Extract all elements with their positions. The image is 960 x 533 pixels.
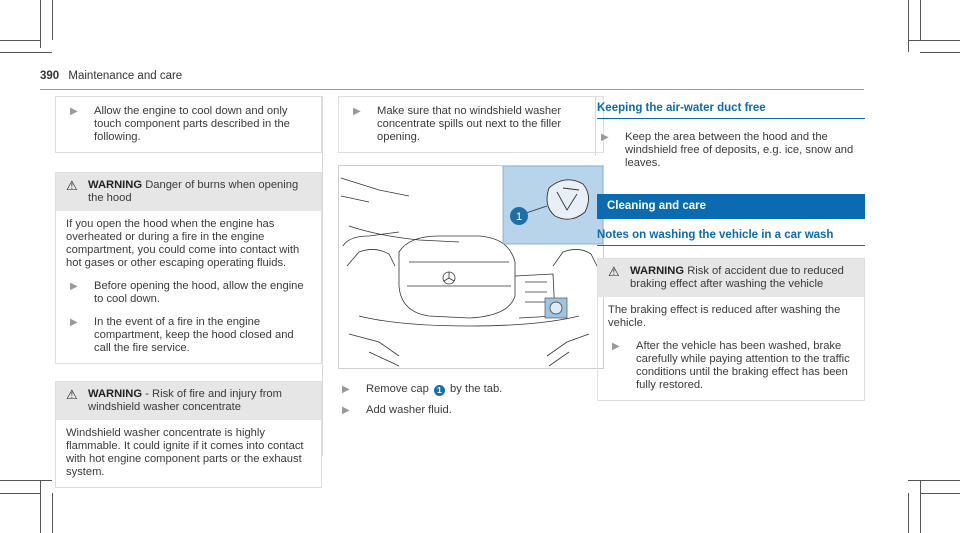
warning-label: WARNING <box>88 388 143 400</box>
column-left: ▶ Allow the engine to cool down and only… <box>55 96 322 488</box>
engine-illustration: 1 <box>340 166 603 367</box>
step-arrow-icon: ▶ <box>342 405 350 416</box>
chapter-bar: Cleaning and care <box>597 194 865 219</box>
section-name: Maintenance and care <box>68 70 183 82</box>
step-text: Remove cap <box>366 383 429 395</box>
step-arrow-icon: ▶ <box>70 106 78 117</box>
step-arrow-icon: ▶ <box>342 384 350 395</box>
crop-mark <box>920 493 960 494</box>
crop-mark <box>0 52 52 53</box>
instruction-step: ▶ In the event of a fire in the engine c… <box>66 316 311 355</box>
header-rule <box>40 89 864 90</box>
warning-triangle-icon: ⚠ <box>66 178 78 193</box>
instruction-step: ▶ Keep the area between the hood and the… <box>597 131 865 170</box>
warning-box-fire: ⚠ WARNING - Risk of fire and injury from… <box>55 381 322 488</box>
crop-mark <box>0 493 40 494</box>
step-text: Before opening the hood, allow the engin… <box>94 280 304 305</box>
note-box: ▶ Allow the engine to cool down and only… <box>55 96 322 153</box>
warning-text: The braking effect is reduced after wash… <box>608 304 841 329</box>
step-text: by the tab. <box>450 383 503 395</box>
column-right: Keeping the air-water duct free ▶ Keep t… <box>597 96 865 401</box>
warning-text: If you open the hood when the engine has… <box>66 218 300 269</box>
engine-compartment-figure: 1 <box>338 165 604 369</box>
warning-label: WARNING <box>88 179 143 191</box>
step-arrow-icon: ▶ <box>70 281 78 292</box>
crop-mark <box>40 480 41 533</box>
step-text: Make sure that no windshield washer conc… <box>377 105 562 143</box>
crop-mark <box>0 480 52 481</box>
callout-marker <box>510 207 528 225</box>
step-arrow-icon: ▶ <box>353 106 361 117</box>
step-arrow-icon: ▶ <box>70 317 78 328</box>
step-arrow-icon: ▶ <box>601 132 609 143</box>
crop-mark <box>908 0 909 52</box>
warning-label: WARNING <box>630 265 685 277</box>
warning-text: Windshield washer concentrate is highly … <box>66 427 304 478</box>
warning-title: Risk of accident due to reduced braking … <box>630 265 844 290</box>
instruction-step: ▶ Remove cap 1 by the tab. <box>338 383 604 396</box>
warning-body: The braking effect is reduced after wash… <box>598 297 864 400</box>
crop-mark <box>920 480 921 533</box>
callout-number: 1 <box>516 211 522 223</box>
note-box: ▶ Make sure that no windshield washer co… <box>338 96 604 153</box>
instruction-step: ▶ Before opening the hood, allow the eng… <box>66 280 311 306</box>
step-text: Keep the area between the hood and the w… <box>625 131 854 169</box>
instruction-step: ▶ Make sure that no windshield washer co… <box>349 105 595 144</box>
warning-body: Windshield washer concentrate is highly … <box>56 420 321 487</box>
column-middle: ▶ Make sure that no windshield washer co… <box>338 96 604 425</box>
warning-header: ⚠ WARNING Danger of burns when opening t… <box>56 173 321 211</box>
column-divider <box>595 96 596 156</box>
warning-triangle-icon: ⚠ <box>66 387 78 402</box>
crop-mark <box>908 480 960 481</box>
step-arrow-icon: ▶ <box>612 341 620 352</box>
crop-mark <box>52 493 53 533</box>
crop-mark <box>52 0 53 40</box>
warning-box-burns: ⚠ WARNING Danger of burns when opening t… <box>55 172 322 364</box>
step-text: Add washer fluid. <box>366 404 452 416</box>
callout-marker: 1 <box>433 385 445 396</box>
instruction-step: ▶ After the vehicle has been washed, bra… <box>608 340 854 392</box>
warning-title: - Risk of fire and injury from windshiel… <box>88 388 282 413</box>
crop-mark <box>40 0 41 48</box>
warning-triangle-icon: ⚠ <box>608 264 620 279</box>
page-header: 390 Maintenance and care <box>40 70 182 82</box>
instruction-step: ▶ Allow the engine to cool down and only… <box>66 105 313 144</box>
crop-mark <box>908 493 909 533</box>
section-heading: Notes on washing the vehicle in a car wa… <box>597 229 865 246</box>
washer-cap <box>549 301 563 315</box>
column-divider <box>322 96 323 456</box>
warning-title: Danger of burns when opening the hood <box>88 179 299 204</box>
crop-mark <box>920 52 960 53</box>
instruction-step: ▶ Add washer fluid. <box>338 404 604 417</box>
step-text: Allow the engine to cool down and only t… <box>94 105 290 143</box>
crop-mark <box>0 40 40 41</box>
page-number: 390 <box>40 70 60 82</box>
step-text: After the vehicle has been washed, brake… <box>636 340 850 391</box>
warning-header: ⚠ WARNING - Risk of fire and injury from… <box>56 382 321 420</box>
warning-box-braking: ⚠ WARNING Risk of accident due to reduce… <box>597 258 865 401</box>
crop-mark <box>920 0 921 40</box>
section-heading: Keeping the air-water duct free <box>597 102 865 119</box>
crop-mark <box>908 40 960 41</box>
warning-body: If you open the hood when the engine has… <box>56 211 321 363</box>
warning-header: ⚠ WARNING Risk of accident due to reduce… <box>598 259 864 297</box>
step-text: In the event of a fire in the engine com… <box>94 316 294 354</box>
